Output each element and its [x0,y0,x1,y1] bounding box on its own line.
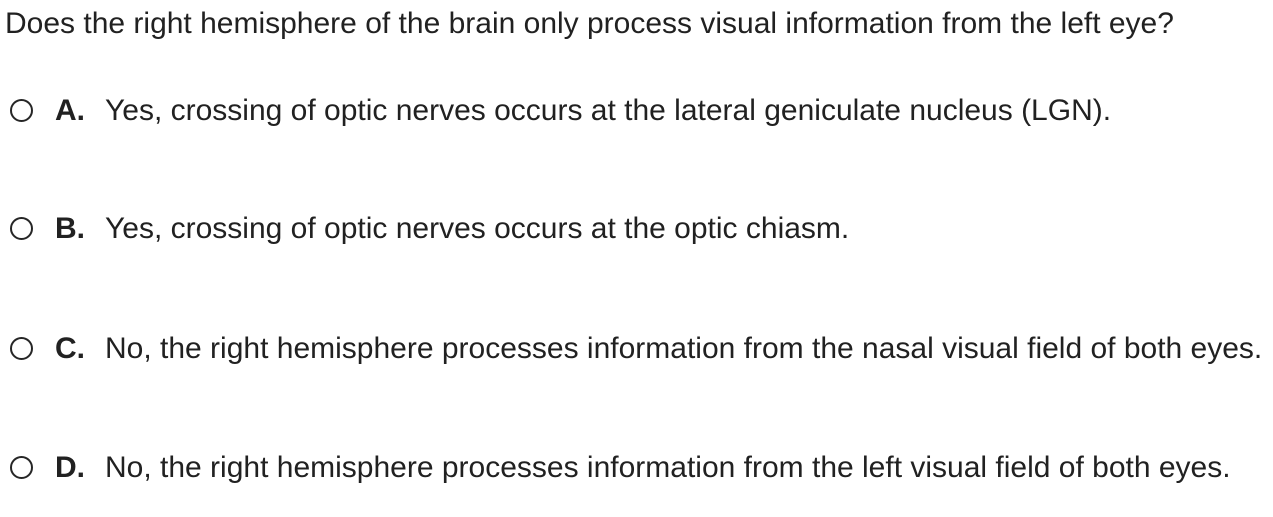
option-a-letter: A. [55,93,85,127]
option-d-text: No, the right hemisphere processes infor… [105,450,1231,484]
option-d-radio[interactable] [10,456,33,479]
answer-option-a[interactable]: A. Yes, crossing of optic nerves occurs … [10,93,1111,128]
question-text: Does the right hemisphere of the brain o… [5,7,1174,40]
option-d-letter: D. [55,450,85,484]
option-c-text: No, the right hemisphere processes infor… [105,331,1263,365]
answer-option-d[interactable]: D. No, the right hemisphere processes in… [10,450,1231,485]
option-a-text: Yes, crossing of optic nerves occurs at … [105,93,1112,127]
option-b-text: Yes, crossing of optic nerves occurs at … [105,211,850,245]
option-c-radio[interactable] [10,337,33,360]
option-a-radio[interactable] [10,99,33,122]
answer-option-b[interactable]: B. Yes, crossing of optic nerves occurs … [10,211,849,246]
option-c-letter: C. [55,331,85,365]
option-b-radio[interactable] [10,217,33,240]
answer-option-c[interactable]: C. No, the right hemisphere processes in… [10,331,1262,366]
option-b-letter: B. [55,211,85,245]
